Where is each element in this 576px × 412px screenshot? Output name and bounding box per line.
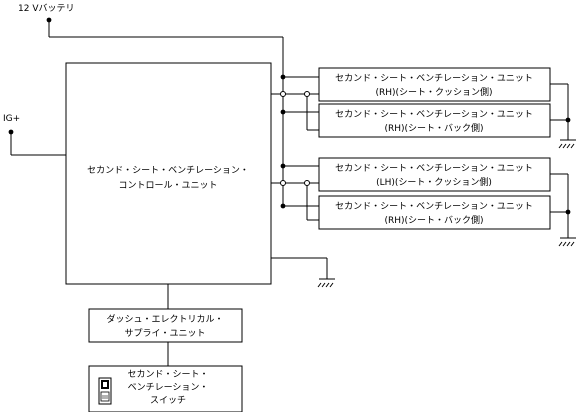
switch-line1: セカンド・シート・ [127, 369, 208, 380]
lower-pair-wiring [271, 163, 319, 221]
unit-4-line1: セカンド・シート・ベンチレーション・ユニット [335, 201, 533, 212]
unit-box-4 [318, 195, 551, 230]
controller-line2: コントロール・ユニット [118, 181, 217, 191]
unit-1-line1: セカンド・シート・ベンチレーション・ユニット [335, 73, 533, 84]
unit-2-line1: セカンド・シート・ベンチレーション・ユニット [335, 109, 533, 120]
battery-label: 12 Vバッテリ [18, 3, 74, 14]
seat-switch-icon [98, 377, 112, 405]
upper-units-ground [550, 83, 576, 149]
unit-box-3 [318, 157, 551, 192]
controller-ground [271, 257, 335, 288]
switch-box [88, 365, 243, 412]
unit-box-1 [318, 67, 551, 102]
unit-2-line2: (RH)(シート・バック側) [384, 122, 483, 134]
switch-line3: スイッチ [150, 395, 186, 406]
controller-line1: セカンド・シート・ベンチレーション・ [87, 165, 249, 176]
unit-3-line2: (LH)(シート・クッション側) [376, 176, 492, 188]
lower-units-ground [550, 173, 576, 247]
unit-1-line2: (RH)(シート・クッション側) [375, 86, 492, 98]
unit-box-2 [318, 103, 551, 138]
ig-label: IG+ [3, 114, 20, 124]
upper-pair-wiring [271, 74, 319, 131]
unit-3-line1: セカンド・シート・ベンチレーション・ユニット [335, 163, 533, 174]
dash-unit-line2: サプライ・ユニット [124, 328, 205, 339]
ig-wire [8, 129, 66, 156]
switch-line2: ベンチレーション・ [128, 382, 209, 393]
dash-unit-line1: ダッシュ・エレクトリカル・ [106, 313, 223, 325]
dash-unit-box [88, 308, 243, 343]
unit-4-line2: (RH)(シート・バック側) [384, 214, 483, 226]
